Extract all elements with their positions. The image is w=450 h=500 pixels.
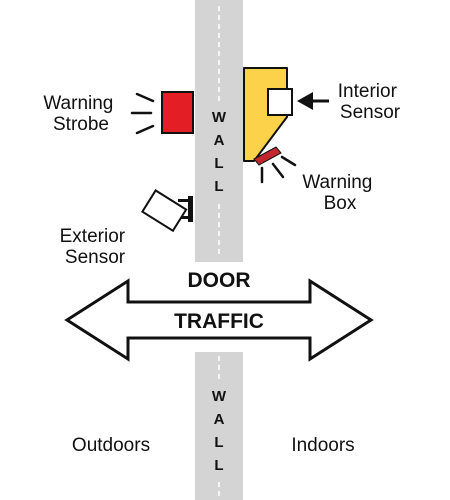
wall-letter: L — [214, 457, 223, 474]
exterior-sensor-label: Exterior Sensor — [60, 226, 131, 268]
lower-wall-label: W A L L — [209, 383, 229, 479]
wall-letter: L — [214, 155, 223, 172]
warning-box-light — [253, 146, 282, 166]
wall-letter: L — [214, 434, 223, 451]
arrowhead-icon — [297, 92, 313, 110]
wall-letter: A — [214, 132, 225, 149]
traffic-arrow — [64, 278, 374, 362]
outdoors-label: Outdoors — [72, 435, 150, 456]
door-label: DOOR — [188, 269, 251, 292]
wall-letter: W — [212, 388, 227, 405]
indoors-label: Indoors — [291, 435, 354, 456]
wall-letter: L — [214, 178, 223, 195]
wall-letter: A — [214, 411, 225, 428]
warning-box-light-rays — [260, 155, 297, 184]
warning-box-label: Warning Box — [302, 172, 377, 214]
warning-strobe — [161, 91, 194, 134]
wall-letter: W — [212, 109, 227, 126]
strobe-light-rays — [130, 92, 155, 135]
warning-strobe-label: Warning Strobe — [43, 93, 118, 135]
traffic-label: TRAFFIC — [174, 310, 264, 333]
exterior-sensor — [140, 189, 193, 233]
interior-sensor-label: Interior Sensor — [338, 81, 402, 123]
interior-sensor — [267, 88, 293, 116]
upper-wall-label: W A L L — [209, 104, 229, 200]
